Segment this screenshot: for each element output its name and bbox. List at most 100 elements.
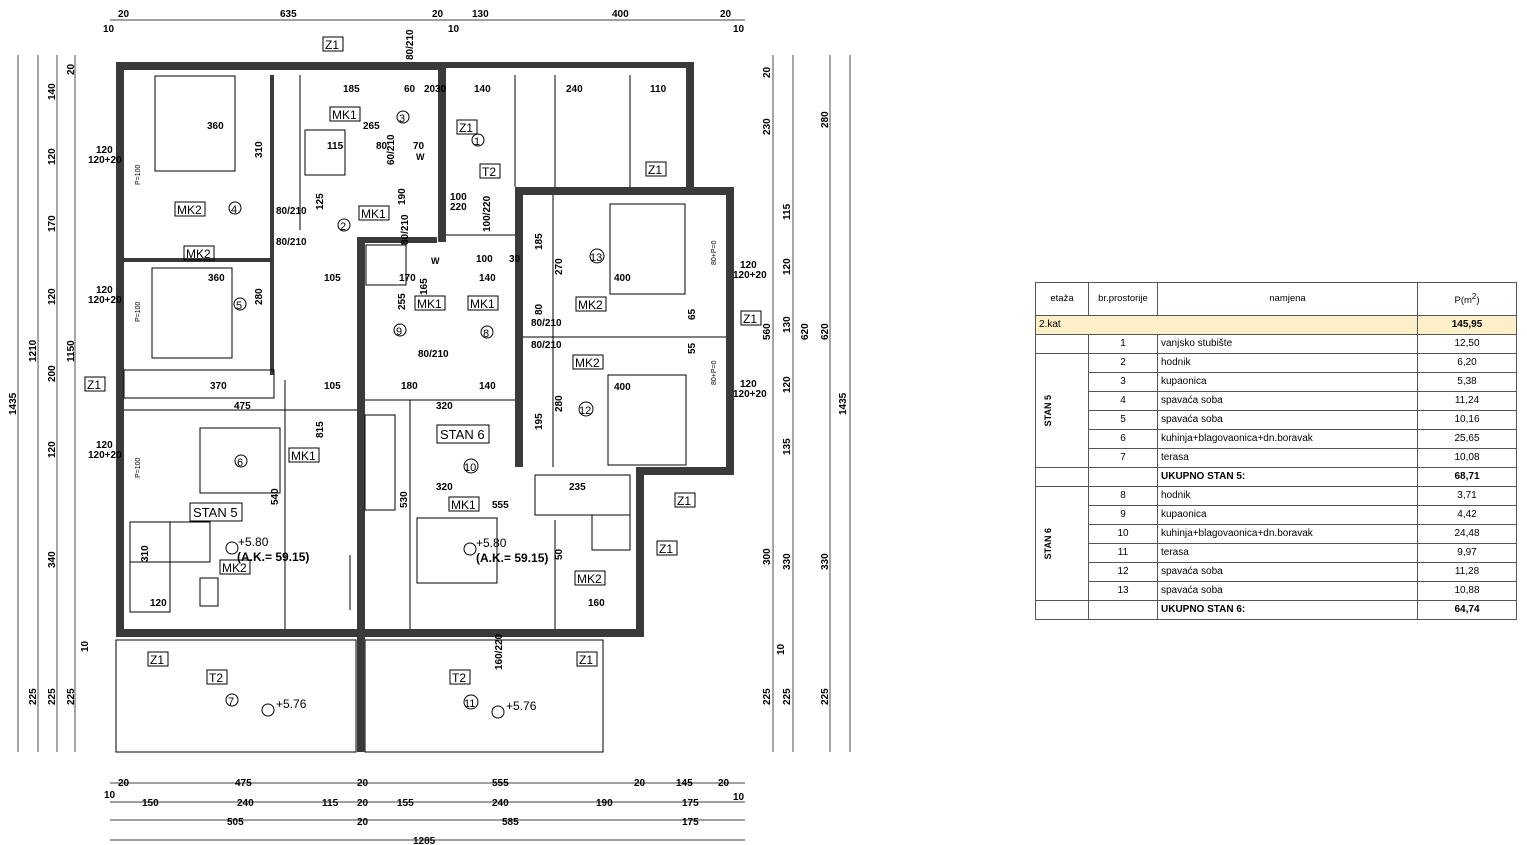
svg-text:MK2: MK2 bbox=[578, 298, 603, 312]
room-purpose: kupaonica bbox=[1157, 372, 1418, 392]
dim-top-1: 635 bbox=[280, 9, 297, 20]
room-number: 6 bbox=[234, 454, 248, 469]
int-dim: 110 bbox=[650, 84, 667, 95]
table-row: 7 terasa 10,08 bbox=[1036, 448, 1517, 468]
svg-text:MK2: MK2 bbox=[577, 572, 602, 586]
int-dim: 235 bbox=[569, 482, 586, 493]
int-dim: 140 bbox=[474, 84, 491, 95]
table-row: 4 spavaća soba 11,24 bbox=[1036, 391, 1517, 411]
room-purpose: spavaća soba bbox=[1157, 391, 1418, 411]
table-row: 13 spavaća soba 10,88 bbox=[1036, 581, 1517, 601]
dim-bottom-15: 175 bbox=[682, 798, 699, 809]
svg-text:5: 5 bbox=[236, 300, 242, 312]
dim-right-r2: 280 bbox=[820, 111, 831, 128]
int-dim: 195 bbox=[534, 413, 545, 430]
dim-right-total: 1435 bbox=[838, 392, 849, 415]
col-header-floor: etaža bbox=[1035, 282, 1089, 316]
room-purpose: vanjsko stubište bbox=[1157, 334, 1418, 354]
room-number: 2 bbox=[337, 218, 351, 233]
room-area: 10,08 bbox=[1417, 448, 1517, 468]
int-dim: 185 bbox=[534, 233, 545, 250]
room-numbers: 1 2 3 4 5 6 7 8 9 10 11 12 13 bbox=[225, 110, 605, 710]
svg-text:P=100: P=100 bbox=[135, 457, 142, 478]
svg-text:W: W bbox=[416, 152, 425, 162]
dim-bottom-16: 20 bbox=[357, 798, 369, 809]
svg-text:4: 4 bbox=[231, 204, 237, 216]
dim-left-r1: 140 bbox=[47, 83, 58, 100]
fixture-letters: W W bbox=[416, 152, 440, 266]
svg-text:STAN 5: STAN 5 bbox=[193, 505, 238, 520]
door-label: 80/210 bbox=[531, 340, 562, 351]
dim-left-r3: 170 bbox=[47, 215, 58, 232]
dim-top-2: 130 bbox=[472, 9, 489, 20]
dim-left-r2: 120 bbox=[47, 148, 58, 165]
int-dim: 400 bbox=[614, 382, 631, 393]
svg-text:(A.K.= 59.15): (A.K.= 59.15) bbox=[237, 550, 309, 564]
table-row: 1 vanjsko stubište 12,50 bbox=[1035, 334, 1517, 354]
svg-text:P=100: P=100 bbox=[135, 301, 142, 322]
tag-mk1: MK1 bbox=[329, 106, 361, 122]
room-purpose: hodnik bbox=[1157, 353, 1418, 373]
wall-tags: Z1 Z1 Z1 Z1 Z1 Z1 Z1 Z1 T2 T2 T2 Z1 bbox=[84, 36, 762, 685]
dim-bottom-7: 20 bbox=[718, 778, 730, 789]
int-dim: 270 bbox=[554, 258, 565, 275]
int-dim: 310 bbox=[140, 545, 151, 562]
dim-bottom-10: 240 bbox=[237, 798, 254, 809]
interior-lines bbox=[115, 75, 726, 753]
interior-dimensions: 185 60 20 30 140 240 110 360 310 265 115… bbox=[140, 84, 698, 609]
int-dim: 170 bbox=[399, 273, 416, 284]
total-row-stan6: UKUPNO STAN 6: 64,74 bbox=[1035, 600, 1517, 620]
tag-mk2: MK2 bbox=[575, 296, 607, 312]
svg-text:Z1: Z1 bbox=[648, 163, 662, 177]
room-no: 5 bbox=[1088, 410, 1158, 430]
table-row: 5 spavaća soba 10,16 bbox=[1036, 410, 1517, 430]
dim-left-w6: 120+20 bbox=[88, 450, 122, 461]
dim-left-r5: 200 bbox=[47, 365, 58, 382]
int-dim: 100 bbox=[476, 254, 493, 265]
room-no: 1 bbox=[1088, 334, 1158, 354]
room-purpose: terasa bbox=[1157, 448, 1418, 468]
door-label: 80/210 bbox=[405, 29, 416, 60]
dim-bottom-total: 1285 bbox=[413, 836, 436, 845]
int-dim: 240 bbox=[566, 84, 583, 95]
svg-text:Z1: Z1 bbox=[325, 38, 339, 52]
svg-text:10: 10 bbox=[464, 462, 476, 474]
svg-text:12: 12 bbox=[579, 405, 591, 417]
dim-top-4: 20 bbox=[118, 9, 130, 20]
svg-text:MK2: MK2 bbox=[575, 356, 600, 370]
room-area: 10,88 bbox=[1417, 581, 1517, 601]
tag-mk2: MK2 bbox=[572, 354, 604, 370]
dim-bottom-1: 475 bbox=[235, 778, 252, 789]
dim-left-r8: 225 bbox=[28, 688, 39, 705]
int-dim: 185 bbox=[343, 84, 360, 95]
dim-left-w1: 120 bbox=[96, 145, 113, 156]
total-label: UKUPNO STAN 6: bbox=[1157, 600, 1418, 620]
dim-bottom-14: 190 bbox=[596, 798, 613, 809]
col-header-area: P(m2) bbox=[1417, 282, 1517, 316]
dim-right-w1: 120 bbox=[740, 260, 757, 271]
tag-z1: Z1 bbox=[674, 492, 696, 508]
room-number: 5 bbox=[233, 297, 247, 312]
int-dim: 105 bbox=[324, 273, 341, 284]
int-dim: 100 bbox=[450, 192, 467, 203]
room-area: 11,24 bbox=[1417, 391, 1517, 411]
room-area: 4,42 bbox=[1417, 505, 1517, 525]
dim-left-2: 1210 bbox=[28, 339, 39, 362]
tag-mk1: MK1 bbox=[358, 205, 390, 221]
bottom-dimensions: 475 555 145 20 20 20 20 10 150 240 115 1… bbox=[104, 778, 745, 845]
int-dim: 140 bbox=[479, 381, 496, 392]
table-row: 6 kuhinja+blagovaonica+dn.boravak 25,65 bbox=[1036, 429, 1517, 449]
int-dim: 320 bbox=[436, 401, 453, 412]
dim-bottom-8: 10 bbox=[104, 790, 116, 801]
int-dim: 220 bbox=[450, 202, 467, 213]
dim-bottom-6: 20 bbox=[634, 778, 646, 789]
dim-bottom-20: 175 bbox=[682, 817, 699, 828]
int-dim: 530 bbox=[399, 491, 410, 508]
tag-t2: T2 bbox=[206, 669, 228, 685]
svg-text:2: 2 bbox=[340, 221, 346, 233]
room-no: 10 bbox=[1088, 524, 1158, 544]
dimension-lines bbox=[17, 19, 851, 841]
dim-top-9: 10 bbox=[733, 24, 745, 35]
int-dim: 540 bbox=[270, 488, 281, 505]
int-dim: 20 bbox=[424, 84, 436, 95]
